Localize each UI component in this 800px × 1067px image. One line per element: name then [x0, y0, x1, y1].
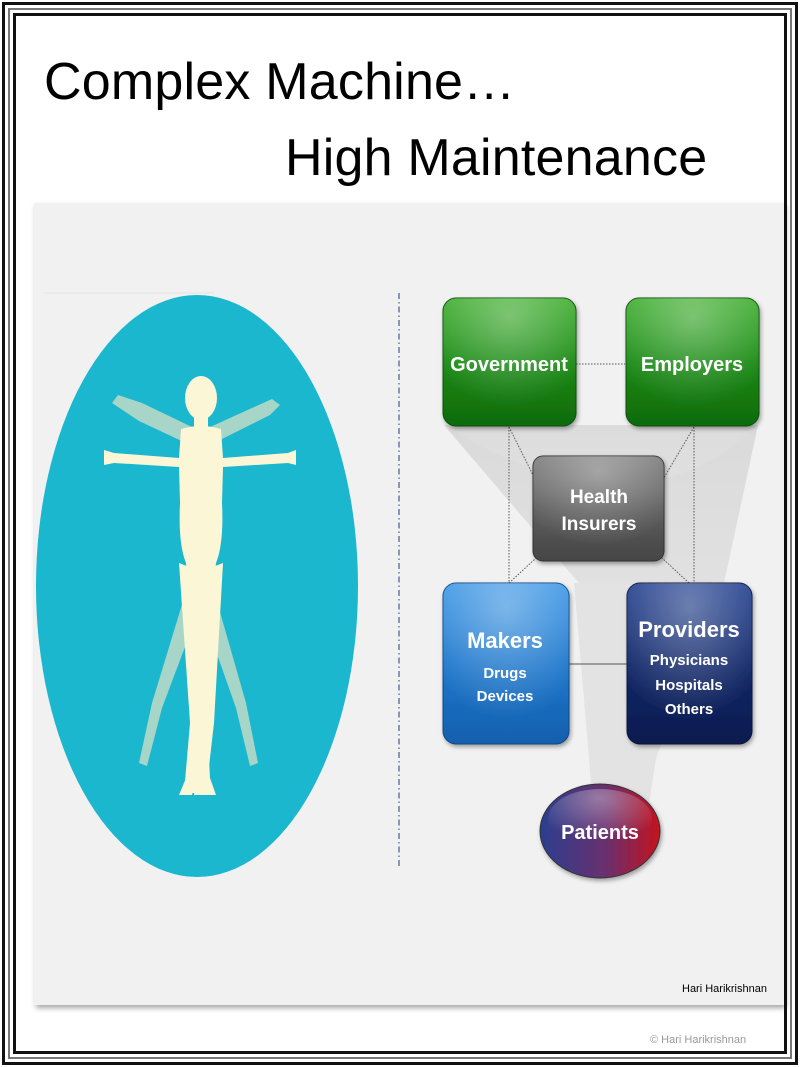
node-employers-label: Employers [641, 354, 743, 376]
node-health-insurers [533, 456, 664, 561]
node-makers [443, 583, 569, 744]
node-makers-sub-drugs: Drugs [483, 665, 526, 682]
human-figure-illustration [36, 293, 358, 877]
node-health-insurers-line2: Insurers [562, 514, 637, 535]
node-providers-sub-others: Others [665, 701, 713, 718]
node-makers-title: Makers [467, 628, 543, 653]
node-makers-sub-devices: Devices [477, 688, 534, 705]
node-providers-title: Providers [638, 617, 740, 642]
node-health-insurers-line1: Health [570, 487, 628, 508]
node-government-label: Government [450, 354, 568, 376]
node-providers-sub-hospitals: Hospitals [655, 677, 723, 694]
title-line-2: High Maintenance [285, 128, 707, 188]
node-patients-label: Patients [561, 822, 639, 844]
title-line-1: Complex Machine… [44, 52, 515, 112]
node-providers-sub-physicians: Physicians [650, 652, 728, 669]
connector-insurers-makers [509, 558, 536, 583]
author-credit: Hari Harikrishnan [682, 983, 767, 995]
diagram-canvas: Government Employers Health Insurers Mak… [34, 203, 784, 1005]
copyright-notice: © Hari Harikrishnan [650, 1034, 746, 1046]
diagram-panel: Government Employers Health Insurers Mak… [34, 203, 784, 1005]
